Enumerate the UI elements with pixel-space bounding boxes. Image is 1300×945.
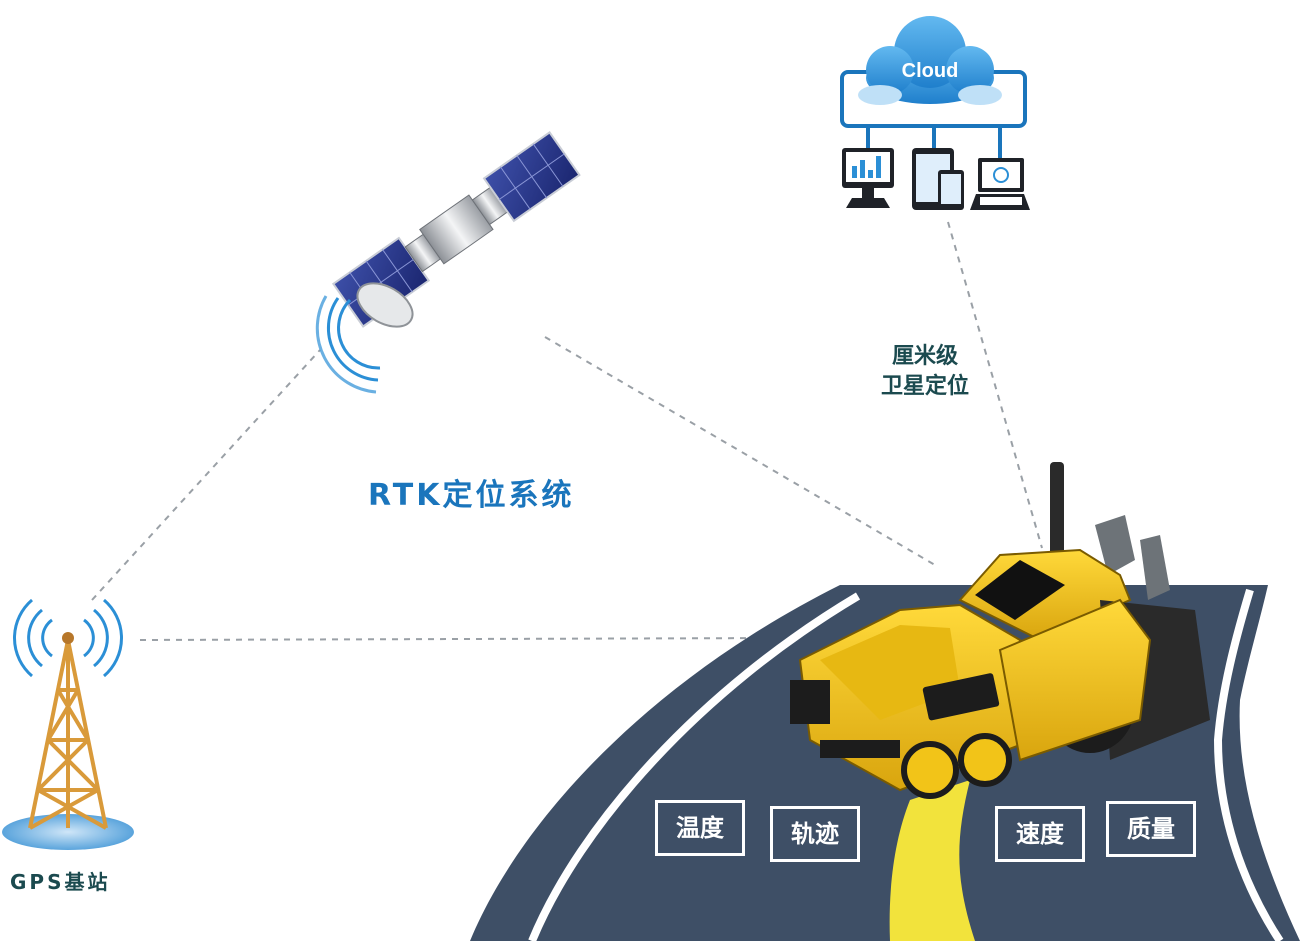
line-cloud-paver: [947, 221, 1043, 549]
cloud-network: Cloud: [840, 16, 1030, 210]
gps-tower-icon: [2, 598, 134, 850]
metric-trajectory: 轨迹: [770, 806, 860, 862]
metric-speed: 速度: [995, 806, 1085, 862]
satellite-positioning-line2: 卫星定位: [880, 374, 969, 399]
metric-temperature: 温度: [655, 800, 745, 856]
cloud-label: Cloud: [902, 60, 959, 82]
connection-lines: [91, 221, 1043, 641]
satellite-positioning-line1: 厘米级: [891, 344, 958, 369]
metric-quality: 质量: [1106, 801, 1196, 857]
line-satellite-paver: [544, 336, 936, 566]
satellite-icon: [315, 131, 581, 394]
metric-label: 温度: [676, 814, 724, 842]
metric-label: 轨迹: [791, 820, 839, 848]
satellite-positioning-label: 厘米级 卫星定位: [860, 342, 990, 402]
laptop-icon: [970, 158, 1030, 210]
gps-station-label: GPS基站: [10, 870, 111, 894]
road-edge-right: [1213, 588, 1284, 944]
asphalt-paver-icon: [790, 462, 1210, 799]
line-tower-paver: [139, 637, 791, 641]
tablet-icon: [912, 148, 964, 210]
cloud-icon: Cloud: [858, 16, 1002, 105]
metric-label: 质量: [1127, 815, 1175, 843]
metric-label: 速度: [1016, 820, 1064, 848]
line-tower-satellite: [91, 349, 321, 601]
rtk-system-label: RTK定位系统: [368, 478, 575, 513]
desktop-monitor-icon: [842, 148, 894, 208]
road-edge-left: [528, 592, 861, 943]
road-center-line: [889, 780, 975, 941]
